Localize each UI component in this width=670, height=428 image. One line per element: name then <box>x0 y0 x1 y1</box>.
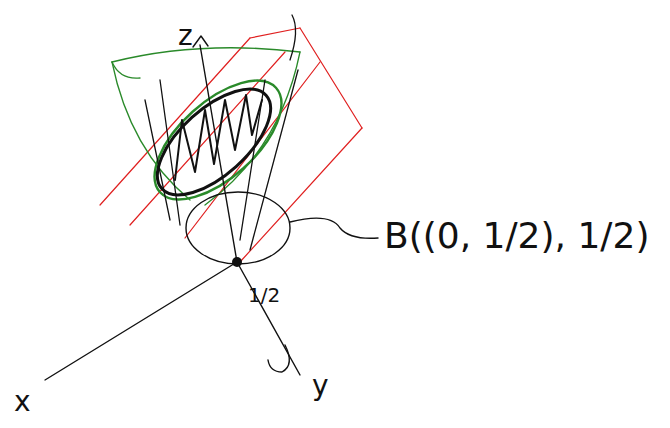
axis-label: y <box>312 372 329 400</box>
ball-label: B((0, 1/2), 1/2) <box>384 218 649 254</box>
radius-label: 1/2 <box>248 285 280 305</box>
axis-label: z <box>178 22 193 50</box>
axis-label: x <box>14 388 31 416</box>
